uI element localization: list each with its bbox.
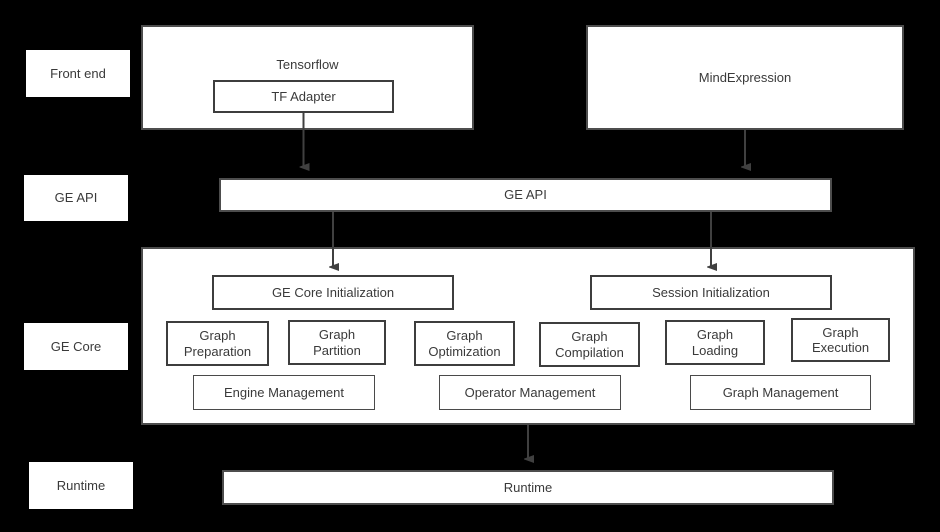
graph-execution-label: Graph Execution (811, 324, 870, 355)
layer-label-ge-api: GE API (24, 175, 128, 221)
session-initialization-label: Session Initialization (652, 284, 770, 300)
tf-adapter-box[interactable]: TF Adapter (213, 80, 394, 113)
operator-management-label: Operator Management (464, 384, 596, 400)
tf-adapter-label: TF Adapter (271, 88, 336, 104)
graph-optimization-label: Graph Optimization (428, 328, 501, 359)
tensorflow-title: Tensorflow (276, 57, 339, 72)
ge-api-bar-label: GE API (504, 187, 547, 203)
graph-management-box[interactable]: Graph Management (690, 375, 871, 410)
graph-partition-label: Graph Partition (313, 327, 361, 358)
runtime-bar-label: Runtime (503, 479, 553, 495)
graph-compilation-box[interactable]: Graph Compilation (539, 322, 640, 367)
engine-management-label: Engine Management (224, 384, 344, 400)
runtime-bar[interactable]: Runtime (222, 470, 834, 505)
layer-label-ge-api-text: GE API (54, 190, 98, 206)
graph-loading-label: Graph Loading (691, 327, 739, 358)
graph-management-label: Graph Management (722, 384, 839, 400)
graph-optimization-box[interactable]: Graph Optimization (414, 321, 515, 366)
tensorflow-panel[interactable]: Tensorflow (141, 25, 474, 130)
ge-core-initialization-box[interactable]: GE Core Initialization (212, 275, 454, 310)
graph-preparation-box[interactable]: Graph Preparation (166, 321, 269, 366)
graph-loading-box[interactable]: Graph Loading (665, 320, 765, 365)
layer-label-front-end: Front end (26, 50, 130, 97)
session-initialization-box[interactable]: Session Initialization (590, 275, 832, 310)
engine-management-box[interactable]: Engine Management (193, 375, 375, 410)
operator-management-box[interactable]: Operator Management (439, 375, 621, 410)
ge-api-bar[interactable]: GE API (219, 178, 832, 212)
graph-partition-box[interactable]: Graph Partition (288, 320, 386, 365)
layer-label-ge-core: GE Core (24, 323, 128, 370)
mindexpression-title: MindExpression (698, 69, 792, 85)
graph-execution-box[interactable]: Graph Execution (791, 318, 890, 362)
graph-compilation-label: Graph Compilation (555, 329, 624, 360)
mindexpression-panel[interactable]: MindExpression (586, 25, 904, 130)
layer-label-runtime-text: Runtime (56, 477, 106, 493)
layer-label-ge-core-text: GE Core (50, 338, 102, 354)
layer-label-runtime: Runtime (29, 462, 133, 509)
layer-label-front-end-text: Front end (50, 65, 106, 81)
graph-preparation-label: Graph Preparation (183, 328, 252, 359)
ge-core-initialization-label: GE Core Initialization (271, 284, 395, 300)
